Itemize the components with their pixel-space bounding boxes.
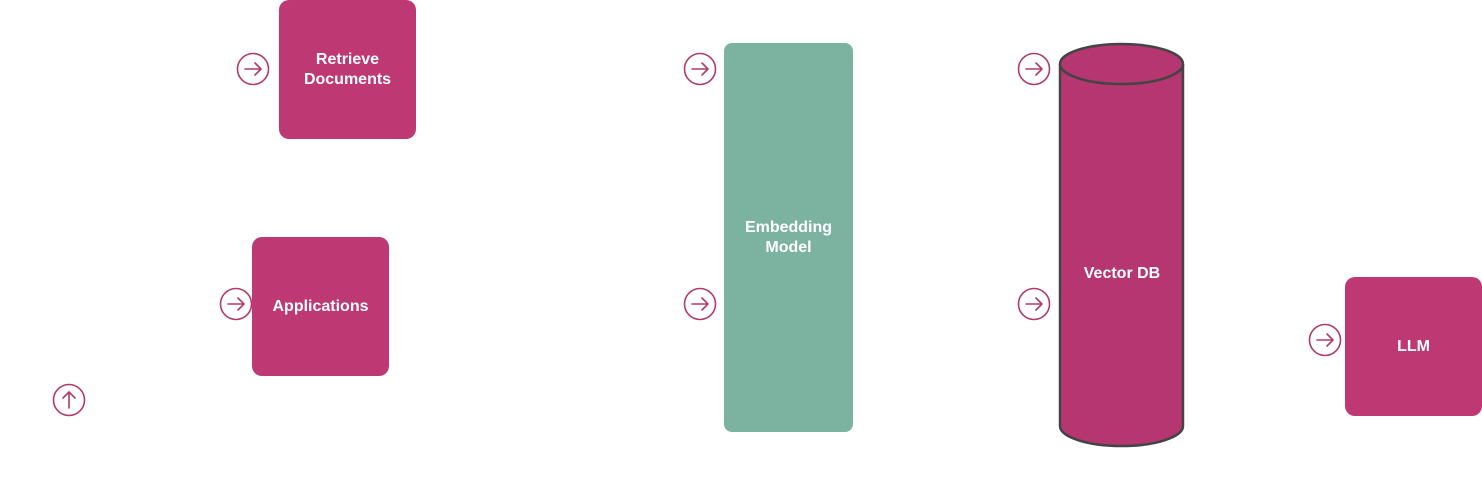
embedding-model-node: Embedding Model xyxy=(724,43,853,432)
applications-node: Applications xyxy=(252,237,389,376)
arrow-right-circle-icon xyxy=(236,52,270,86)
database-cylinder-icon xyxy=(1058,42,1185,448)
applications-label: Applications xyxy=(272,297,369,315)
arrow-right-circle-icon xyxy=(219,287,253,321)
vector-db-node: Vector DB xyxy=(1058,40,1186,450)
retrieve-documents-node: Retrieve Documents xyxy=(279,0,416,139)
arrow-right-circle-icon xyxy=(683,52,717,86)
arrow-right-circle-icon xyxy=(1308,323,1342,357)
vector-db-label: Vector DB xyxy=(1083,265,1161,282)
embedding-model-label: Embedding Model xyxy=(744,218,833,256)
llm-node: LLM xyxy=(1345,277,1482,416)
arrow-right-circle-icon xyxy=(1017,52,1051,86)
arrow-right-circle-icon xyxy=(683,287,717,321)
retrieve-documents-label: Retrieve Documents xyxy=(303,50,392,88)
arrow-up-circle-icon xyxy=(52,383,86,417)
llm-label: LLM xyxy=(1397,337,1430,355)
arrow-right-circle-icon xyxy=(1017,287,1051,321)
